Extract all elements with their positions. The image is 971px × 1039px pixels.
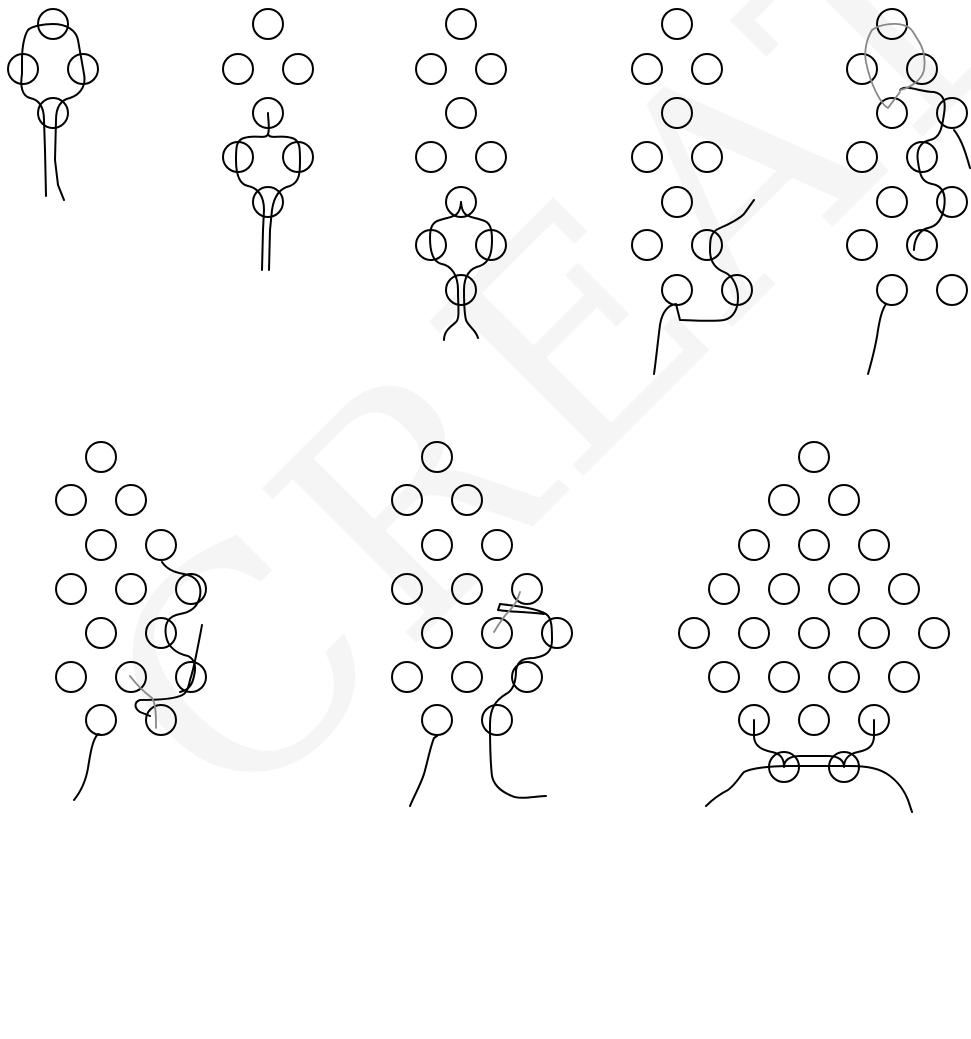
bead [632, 54, 662, 84]
thread-path [754, 720, 874, 767]
thread-path [236, 113, 269, 270]
bead [937, 187, 967, 217]
bead [86, 618, 116, 648]
bead [829, 485, 859, 515]
bead [662, 9, 692, 39]
thread-path [865, 24, 924, 108]
thread-path [430, 202, 461, 340]
bead [446, 9, 476, 39]
bead [937, 275, 967, 305]
bead [482, 618, 512, 648]
bead [877, 187, 907, 217]
bead [482, 705, 512, 735]
bead [799, 705, 829, 735]
bead [907, 54, 937, 84]
bead [116, 485, 146, 515]
bead [542, 618, 572, 648]
bead [253, 9, 283, 39]
bead [632, 142, 662, 172]
thread-path [654, 200, 754, 374]
bead [662, 98, 692, 128]
bead [446, 98, 476, 128]
bead [146, 618, 176, 648]
bead [452, 574, 482, 604]
bead [739, 618, 769, 648]
bead [632, 230, 662, 260]
bead [679, 618, 709, 648]
bead [283, 54, 313, 84]
thread-path [21, 24, 84, 200]
step-3-beads [416, 9, 506, 305]
bead [859, 618, 889, 648]
bead [146, 530, 176, 560]
bead [392, 662, 422, 692]
bead [709, 662, 739, 692]
bead [476, 142, 506, 172]
bead [847, 54, 877, 84]
thread-path [461, 202, 492, 338]
bead [86, 530, 116, 560]
bead [452, 662, 482, 692]
bead [829, 574, 859, 604]
bead [482, 530, 512, 560]
bead [146, 705, 176, 735]
bead [283, 142, 313, 172]
bead [769, 574, 799, 604]
thread-path [130, 676, 156, 728]
step-7-beads [392, 442, 572, 735]
bead [859, 530, 889, 560]
bead [692, 142, 722, 172]
bead [422, 705, 452, 735]
thread-path [74, 734, 101, 800]
bead [919, 618, 949, 648]
bead [739, 530, 769, 560]
thread-path [410, 736, 437, 806]
bead [116, 574, 146, 604]
bead [692, 54, 722, 84]
thread-path [954, 130, 970, 168]
bead [476, 54, 506, 84]
bead [452, 485, 482, 515]
bead [56, 574, 86, 604]
bead [769, 662, 799, 692]
step-8-beads [679, 442, 949, 782]
bead [877, 275, 907, 305]
bead [86, 442, 116, 472]
bead [847, 230, 877, 260]
bead [907, 142, 937, 172]
bead [799, 618, 829, 648]
bead [422, 530, 452, 560]
bead [223, 54, 253, 84]
bead [416, 142, 446, 172]
bead [422, 442, 452, 472]
bead [907, 230, 937, 260]
bead [662, 275, 692, 305]
bead [829, 662, 859, 692]
bead [889, 662, 919, 692]
bead [176, 574, 206, 604]
bead [56, 662, 86, 692]
bead [799, 442, 829, 472]
bead [847, 142, 877, 172]
bead [422, 618, 452, 648]
bead [223, 142, 253, 172]
bead [769, 485, 799, 515]
bead [392, 485, 422, 515]
bead [799, 530, 829, 560]
beading-steps-diagram [0, 0, 971, 815]
bead [416, 54, 446, 84]
bead [692, 230, 722, 260]
step-4-beads [632, 9, 752, 305]
bead [86, 705, 116, 735]
bead [662, 187, 692, 217]
bead [56, 485, 86, 515]
bead [392, 574, 422, 604]
thread-path [706, 766, 912, 812]
bead [709, 574, 739, 604]
bead [446, 275, 476, 305]
thread-path [868, 304, 886, 374]
bead [889, 574, 919, 604]
thread-path [162, 562, 200, 692]
